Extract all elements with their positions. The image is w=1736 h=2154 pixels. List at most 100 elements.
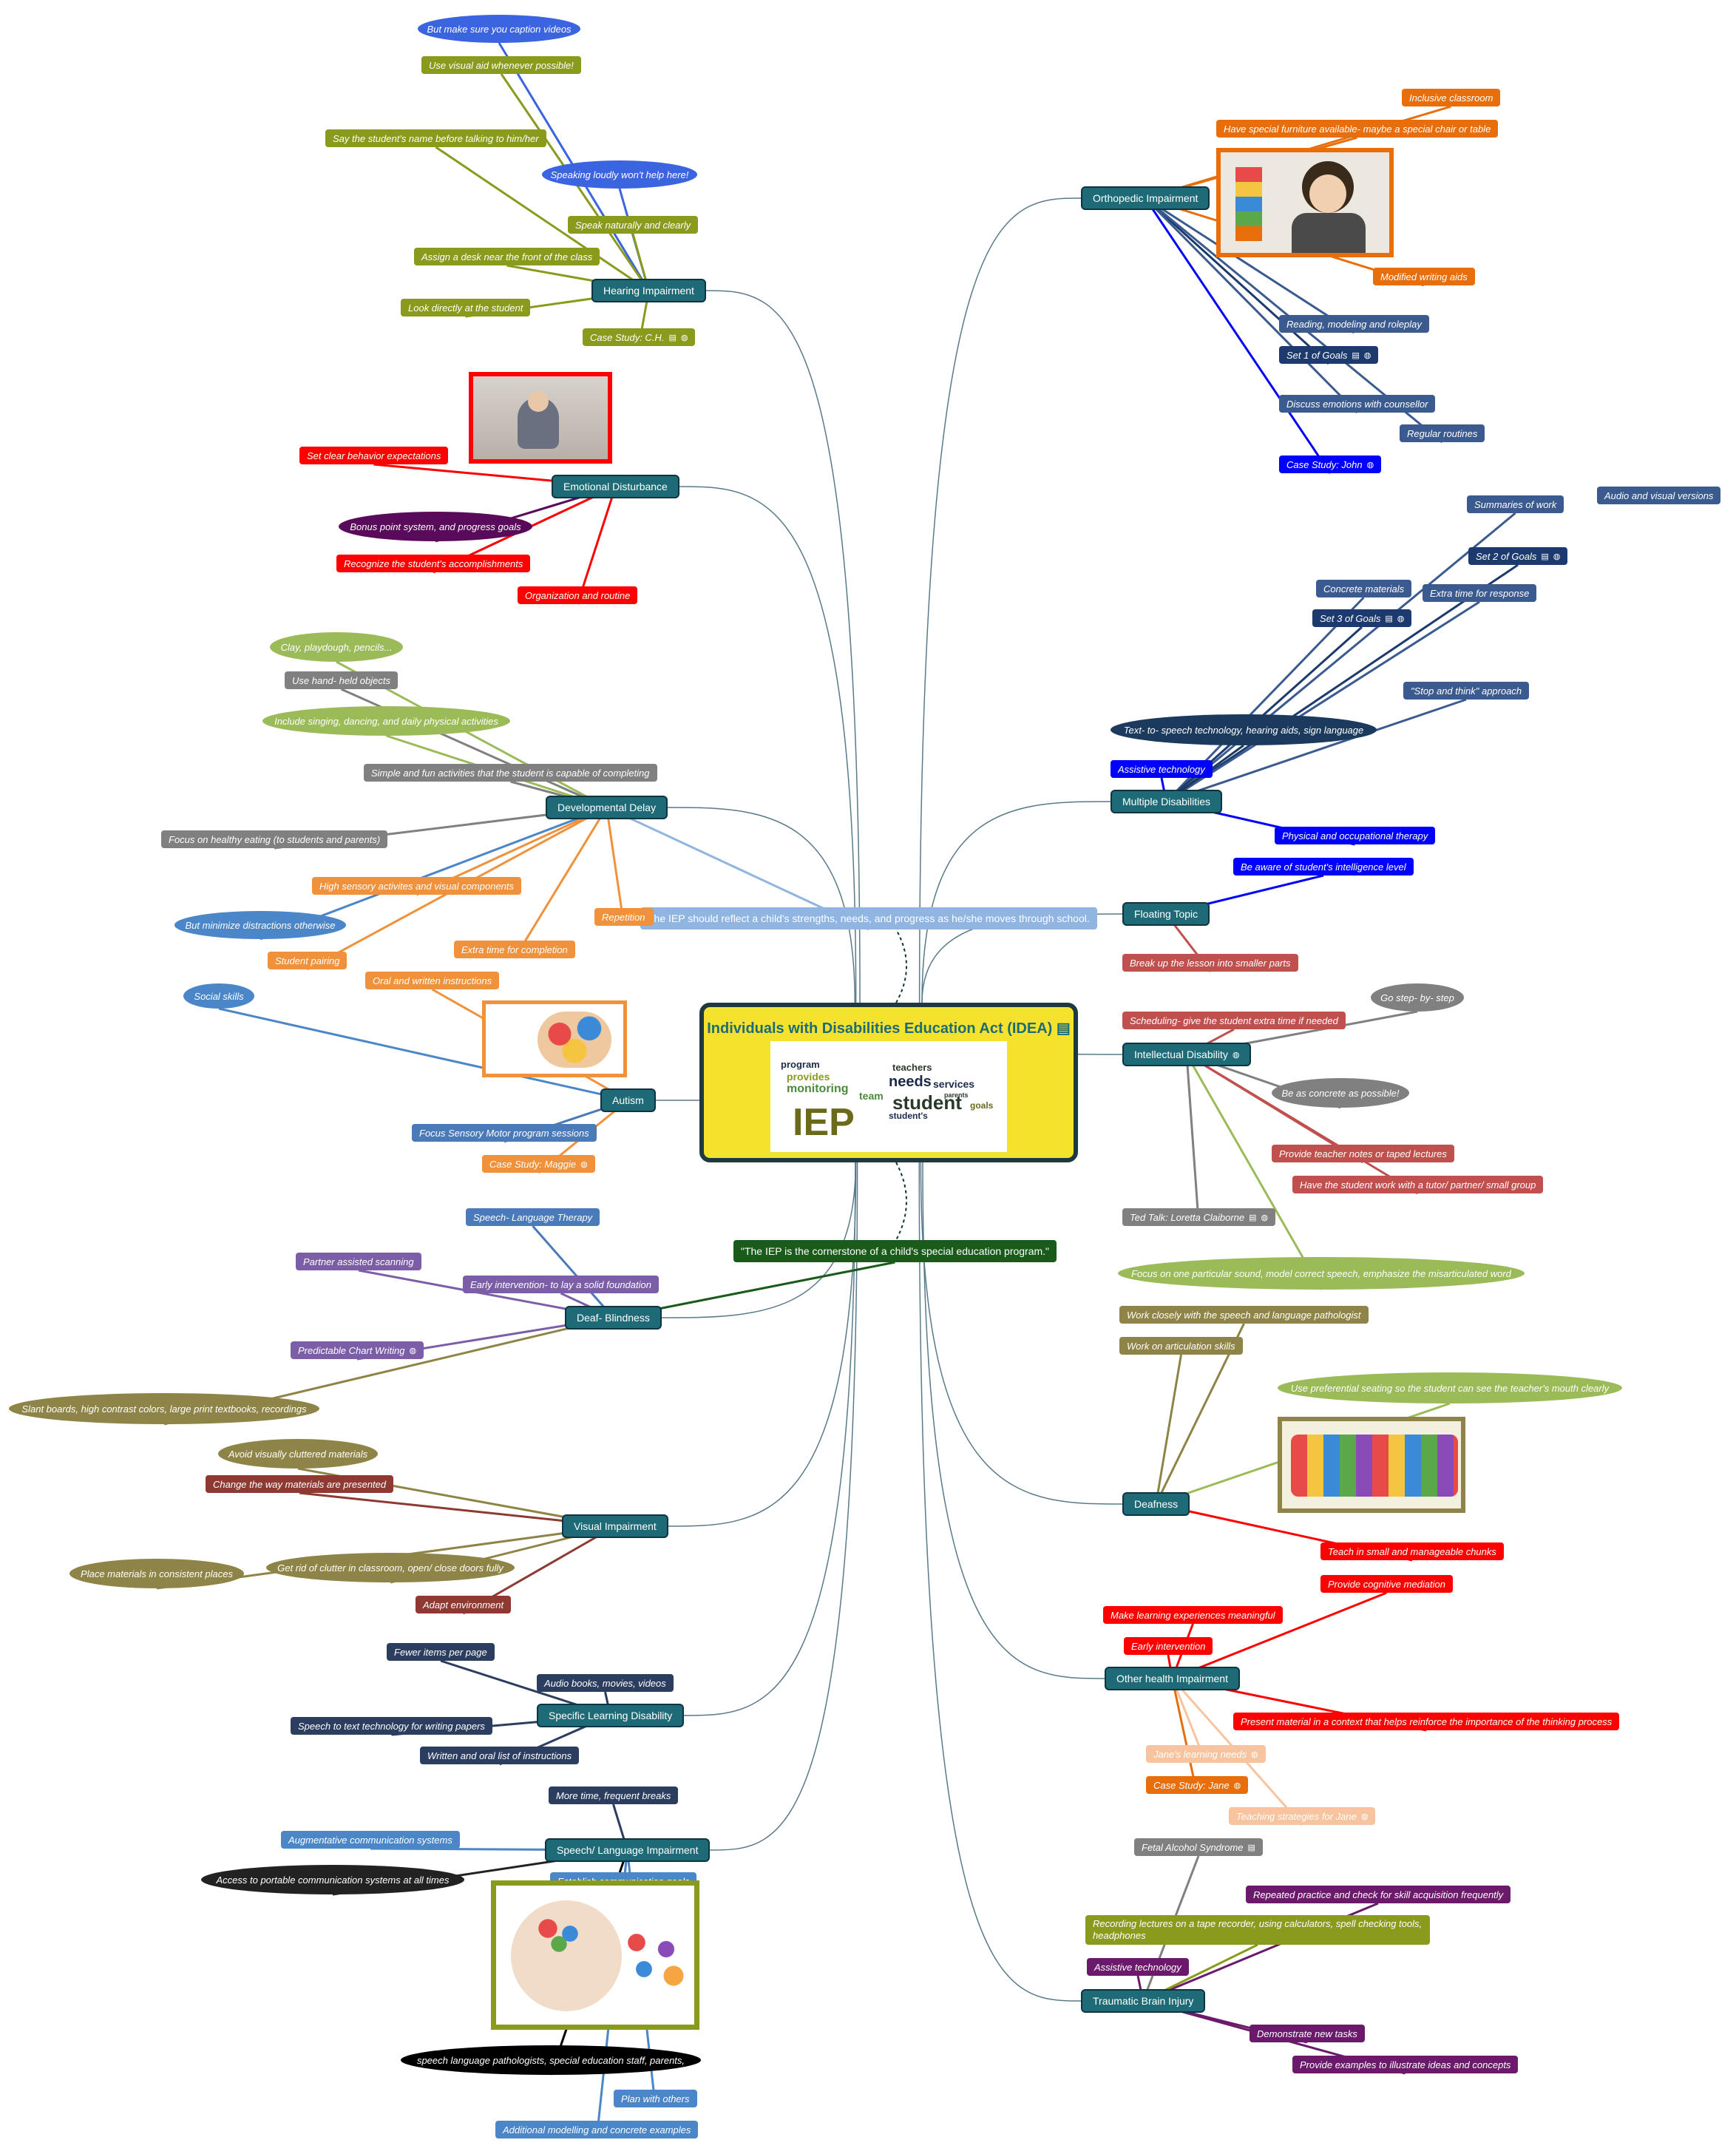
multiple-item[interactable]: Assistive technology bbox=[1111, 760, 1213, 778]
floating-topic[interactable]: Floating Topic bbox=[1122, 902, 1210, 926]
ohi-item[interactable]: Make learning experiences meaningful bbox=[1103, 1606, 1283, 1624]
ohi-item[interactable]: Teach in small and manageable chunks bbox=[1320, 1542, 1504, 1560]
tbi-item[interactable]: Repeated practice and check for skill ac… bbox=[1246, 1886, 1511, 1903]
branch-ortho[interactable]: Orthopedic Impairment bbox=[1081, 186, 1210, 210]
multiple-case-study[interactable]: Case Study: John◍ bbox=[1279, 455, 1382, 473]
branch-hearing[interactable]: Hearing Impairment bbox=[591, 279, 706, 302]
visual-item[interactable]: Place materials in consistent places bbox=[69, 1559, 244, 1588]
multiple-set2[interactable]: Set 2 of Goals▤◍ bbox=[1468, 547, 1568, 565]
branch-deafblind[interactable]: Deaf- Blindness bbox=[565, 1306, 662, 1330]
tbi-item[interactable]: Demonstrate new tasks bbox=[1250, 2025, 1365, 2042]
visual-item[interactable]: Avoid visually cluttered materials bbox=[218, 1439, 378, 1469]
multiple-item[interactable]: Summaries of work bbox=[1467, 495, 1564, 513]
autism-item[interactable]: Focus Sensory Motor program sessions bbox=[412, 1124, 597, 1142]
speech-item[interactable]: Access to portable communication systems… bbox=[201, 1865, 464, 1894]
floating-note-top[interactable]: The IEP should reflect a child's strengt… bbox=[640, 907, 1097, 929]
deafness-item[interactable]: Use preferential seating so the student … bbox=[1278, 1372, 1622, 1403]
multiple-item[interactable]: Extra time for response bbox=[1423, 584, 1537, 602]
emotional-item[interactable]: Recognize the student's accomplishments bbox=[336, 555, 531, 572]
developmental-item[interactable]: Include singing, dancing, and daily phys… bbox=[262, 706, 510, 736]
visual-item[interactable]: Slant boards, high contrast colors, larg… bbox=[9, 1393, 319, 1424]
ohi-item[interactable]: Present material in a context that helps… bbox=[1233, 1713, 1620, 1730]
autism-item[interactable]: Repetition bbox=[594, 908, 654, 926]
multiple-item[interactable]: Audio and visual versions bbox=[1597, 487, 1721, 504]
deafblind-predictable-chart[interactable]: Predictable Chart Writing◍ bbox=[291, 1341, 424, 1359]
autism-item[interactable]: Oral and written instructions bbox=[365, 972, 500, 989]
developmental-item[interactable]: Clay, playdough, pencils... bbox=[270, 632, 403, 662]
multiple-item[interactable]: Concrete materials bbox=[1316, 580, 1412, 597]
autism-case-study[interactable]: Case Study: Maggie◍ bbox=[482, 1155, 595, 1173]
branch-multiple[interactable]: Multiple Disabilities bbox=[1111, 790, 1223, 813]
sld-item[interactable]: More time, frequent breaks bbox=[549, 1786, 679, 1804]
hearing-item[interactable]: Use visual aid whenever possible! bbox=[421, 56, 581, 74]
sld-item[interactable]: Written and oral list of instructions bbox=[420, 1747, 580, 1764]
intellectual-item[interactable]: Scheduling- give the student extra time … bbox=[1122, 1012, 1346, 1029]
autism-item[interactable]: Social skills bbox=[183, 983, 254, 1009]
developmental-item[interactable]: Use hand- held objects bbox=[285, 671, 398, 689]
autism-item[interactable]: Student pairing bbox=[268, 952, 347, 969]
visual-item[interactable]: Change the way materials are presented bbox=[206, 1475, 394, 1493]
deafness-item[interactable]: Focus on one particular sound, model cor… bbox=[1118, 1257, 1525, 1290]
hearing-item[interactable]: But make sure you caption videos bbox=[418, 15, 580, 43]
speech-item[interactable]: speech language pathologists, special ed… bbox=[401, 2045, 701, 2075]
deafness-item[interactable]: Work closely with the speech and languag… bbox=[1119, 1306, 1369, 1324]
branch-autism[interactable]: Autism bbox=[600, 1088, 656, 1112]
sld-item[interactable]: Audio books, movies, videos bbox=[537, 1674, 674, 1692]
branch-visual[interactable]: Visual Impairment bbox=[562, 1514, 668, 1538]
visual-item[interactable]: Get rid of clutter in classroom, open/ c… bbox=[266, 1553, 515, 1582]
autism-item[interactable]: High sensory activites and visual compon… bbox=[312, 877, 522, 895]
multiple-item[interactable]: Be aware of student's intelligence level bbox=[1233, 858, 1414, 876]
intellectual-item[interactable]: Be as concrete as possible! bbox=[1272, 1078, 1409, 1108]
deafblind-item[interactable]: Partner assisted scanning bbox=[296, 1253, 421, 1270]
branch-intellectual[interactable]: Intellectual Disability◍ bbox=[1122, 1043, 1252, 1066]
intellectual-item[interactable]: Provide teacher notes or taped lectures bbox=[1272, 1145, 1454, 1162]
multiple-set3[interactable]: Set 3 of Goals▤◍ bbox=[1312, 609, 1412, 627]
tbi-item[interactable]: Assistive technology bbox=[1087, 1958, 1189, 1976]
ortho-item[interactable]: Have special furniture available- maybe … bbox=[1216, 120, 1499, 138]
speech-item[interactable]: Plan with others bbox=[614, 2090, 697, 2107]
emotional-item[interactable]: Set clear behavior expectations bbox=[299, 447, 449, 464]
intellectual-item[interactable]: Go step- by- step bbox=[1371, 983, 1464, 1012]
ohi-item[interactable]: Early intervention bbox=[1124, 1637, 1213, 1655]
multiple-item[interactable]: "Stop and think" approach bbox=[1403, 682, 1530, 700]
hearing-item[interactable]: Look directly at the student bbox=[401, 299, 531, 316]
branch-sld[interactable]: Specific Learning Disability bbox=[537, 1704, 685, 1727]
ohi-teaching-strategies[interactable]: Teaching strategies for Jane◍ bbox=[1229, 1807, 1376, 1825]
ohi-janes-needs[interactable]: Jane's learning needs◍ bbox=[1146, 1745, 1266, 1763]
hearing-item[interactable]: Speaking loudly won't help here! bbox=[542, 160, 697, 189]
branch-emotional[interactable]: Emotional Disturbance bbox=[552, 475, 679, 498]
hearing-item[interactable]: Speak naturally and clearly bbox=[568, 216, 699, 234]
visual-item[interactable]: Adapt environment bbox=[416, 1596, 512, 1613]
multiple-item[interactable]: Discuss emotions with counsellor bbox=[1279, 395, 1436, 413]
ortho-item[interactable]: Inclusive classroom bbox=[1402, 89, 1501, 106]
autism-item[interactable]: Extra time for completion bbox=[454, 941, 575, 958]
developmental-item[interactable]: Focus on healthy eating (to students and… bbox=[161, 830, 388, 848]
autism-item[interactable]: But minimize distractions otherwise bbox=[174, 911, 346, 939]
hearing-item[interactable]: Assign a desk near the front of the clas… bbox=[414, 248, 600, 265]
ohi-item[interactable]: Provide cognitive mediation bbox=[1320, 1575, 1453, 1593]
sld-item[interactable]: Fewer items per page bbox=[387, 1643, 495, 1661]
sld-item[interactable]: Speech to text technology for writing pa… bbox=[291, 1717, 492, 1735]
speech-item[interactable]: Augmentative communication systems bbox=[281, 1831, 460, 1849]
autism-item[interactable]: Speech- Language Therapy bbox=[466, 1208, 600, 1226]
emotional-item[interactable]: Bonus point system, and progress goals bbox=[339, 512, 532, 541]
central-topic[interactable]: Individuals with Disabilities Education … bbox=[699, 1003, 1078, 1162]
ohi-fas[interactable]: Fetal Alcohol Syndrome▤ bbox=[1134, 1838, 1263, 1856]
developmental-item[interactable]: Simple and fun activities that the stude… bbox=[364, 764, 657, 782]
intellectual-ted-talk[interactable]: Ted Talk: Loretta Claiborne▤◍ bbox=[1122, 1208, 1276, 1226]
ohi-case-study[interactable]: Case Study: Jane◍ bbox=[1146, 1776, 1249, 1794]
tbi-item[interactable]: Recording lectures on a tape recorder, u… bbox=[1085, 1915, 1430, 1945]
branch-deafness[interactable]: Deafness bbox=[1122, 1492, 1190, 1516]
floating-note-bottom[interactable]: "The IEP is the cornerstone of a child's… bbox=[733, 1240, 1057, 1262]
emotional-item[interactable]: Organization and routine bbox=[518, 586, 638, 604]
multiple-set1[interactable]: Set 1 of Goals▤◍ bbox=[1279, 346, 1379, 364]
multiple-item[interactable]: Physical and occupational therapy bbox=[1275, 827, 1436, 844]
ortho-item[interactable]: Modified writing aids bbox=[1373, 268, 1475, 285]
multiple-item[interactable]: Reading, modeling and roleplay bbox=[1279, 315, 1429, 333]
hearing-item[interactable]: Say the student's name before talking to… bbox=[325, 129, 546, 147]
tbi-item[interactable]: Provide examples to illustrate ideas and… bbox=[1292, 2056, 1519, 2073]
branch-ohi[interactable]: Other health Impairment bbox=[1105, 1667, 1240, 1690]
speech-item[interactable]: Additional modelling and concrete exampl… bbox=[495, 2121, 699, 2138]
deafblind-item[interactable]: Early intervention- to lay a solid found… bbox=[463, 1276, 659, 1293]
branch-developmental[interactable]: Developmental Delay bbox=[546, 796, 668, 819]
